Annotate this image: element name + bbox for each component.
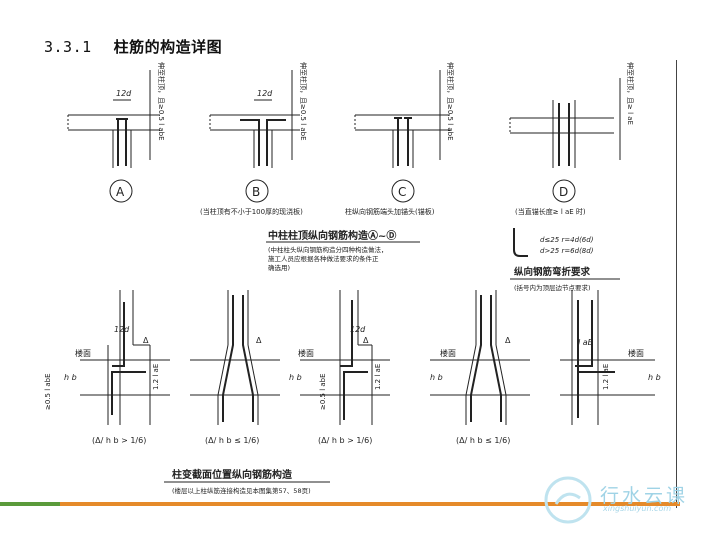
caption-top-line2: 施工人员应根据各种做法要求的条件正 <box>268 254 379 263</box>
detail-note-c: 柱纵向钢筋端头加锚头(锚板) <box>345 207 435 216</box>
side-label-d: 伸至柱顶，且≥ l aE <box>626 62 635 125</box>
delta-label-1: Δ <box>143 336 149 345</box>
bend-rule-1: d≤25 r=4d(6d) <box>540 236 594 244</box>
detail-note-d: (当直锚长度≥ l aE 时) <box>515 207 586 216</box>
side-label-b: 伸至柱顶，且≥0.5 l abE <box>299 62 308 141</box>
page-heading: 3.3.1 柱筋的构造详图 <box>44 36 222 57</box>
detail-a: 12d 伸至柱顶，且≥0.5 l abE A <box>67 62 166 203</box>
bottom-accent-orange <box>60 502 680 506</box>
watermark-logo <box>544 476 592 524</box>
len12-label-3: 1.2 l aE <box>374 364 382 390</box>
caption-bottom-note: (楼层以上柱纵筋连接构造见本图集第57、58页) <box>172 486 311 495</box>
floor-label-1: 楼面 <box>75 348 91 358</box>
top-caption: 中柱柱顶纵向钢筋构造Ⓐ~Ⓓ (中柱柱头纵向钢筋构造分四种构造做法， 施工人员应根… <box>266 229 420 272</box>
bend-requirement: d≤25 r=4d(6d) d>25 r=6d(8d) 纵向钢筋弯折要求 (括号… <box>510 228 620 292</box>
half-label-1: ≥0.5 l abE <box>44 373 52 410</box>
detail-letter-b: B <box>252 185 260 199</box>
detail-letter-a: A <box>116 185 125 199</box>
caption-bottom-title: 柱变截面位置纵向钢筋构造 <box>172 468 293 481</box>
dim-12d-a: 12d <box>116 89 132 98</box>
dim-12d-b: 12d <box>257 89 273 98</box>
bottom-caption: 柱变截面位置纵向钢筋构造 (楼层以上柱纵筋连接构造见本图集第57、58页) <box>164 468 330 495</box>
bottom-detail-2: Δ (Δ/ h b ≤ 1/6) <box>190 290 280 445</box>
dim-12d-bottom-3: 12d <box>350 325 366 334</box>
heading-text: 柱筋的构造详图 <box>113 38 223 56</box>
heading-number: 3.3.1 <box>44 38 92 56</box>
caption-top-line1: (中柱柱头纵向钢筋构造分四种构造做法， <box>268 245 388 254</box>
half-label-3: ≥0.5 l abE <box>319 373 327 410</box>
floor-label-5: 楼面 <box>628 348 644 358</box>
cond-label-3: (Δ/ h b > 1/6) <box>318 436 372 445</box>
hb-label-5: h b <box>648 373 661 382</box>
detail-b: 12d 伸至柱顶，且≥0.5 l abE B (当柱顶有不小于100厚的现浇板) <box>200 62 308 216</box>
hb-label-3: h b <box>289 373 302 382</box>
cond-label-4: (Δ/ h b ≤ 1/6) <box>456 436 510 445</box>
detail-d: 伸至柱顶，且≥ l aE D (当直锚长度≥ l aE 时) <box>509 62 635 216</box>
lae-label-5: l aE <box>578 338 594 347</box>
bend-title: 纵向钢筋弯折要求 <box>514 266 591 278</box>
delta-label-4: Δ <box>505 336 511 345</box>
bend-rule-2: d>25 r=6d(8d) <box>540 247 594 255</box>
bottom-detail-4: 楼面 h b Δ (Δ/ h b ≤ 1/6) <box>430 290 530 445</box>
bottom-detail-3: 楼面 h b 12d Δ ≥0.5 l abE 1.2 l aE (Δ/ h b… <box>289 290 390 445</box>
floor-label-3: 楼面 <box>298 348 314 358</box>
caption-top-title: 中柱柱顶纵向钢筋构造Ⓐ~Ⓓ <box>268 229 396 242</box>
floor-label-4: 楼面 <box>440 348 456 358</box>
hb-label-1: h b <box>64 373 77 382</box>
len12-label-1: 1.2 l aE <box>152 364 160 390</box>
side-label-c: 伸至柱顶，且≥0.5 l abE <box>446 62 455 141</box>
watermark-sub: xingshuiyun.com <box>603 504 672 513</box>
caption-top-line3: 确选用) <box>268 263 290 272</box>
bottom-accent-green <box>0 502 60 506</box>
bottom-detail-5: l aE 楼面 h b 1.2 l aE <box>560 290 661 425</box>
bend-note: (括号内为顶层边节点要求) <box>514 283 591 292</box>
detail-c: 伸至柱顶，且≥0.5 l abE C 柱纵向钢筋端头加锚头(锚板) <box>345 62 455 216</box>
delta-label-3: Δ <box>363 336 369 345</box>
cond-label-2: (Δ/ h b ≤ 1/6) <box>205 436 259 445</box>
detail-note-b: (当柱顶有不小于100厚的现浇板) <box>200 207 303 216</box>
watermark-text: 行水云课 <box>600 485 689 507</box>
hb-label-4: h b <box>430 373 443 382</box>
delta-label-2: Δ <box>256 336 262 345</box>
right-border-line <box>676 60 677 508</box>
bottom-detail-1: 楼面 h b 12d Δ ≥0.5 l abE 1.2 l aE (Δ/ h b… <box>44 290 170 445</box>
len12-label-5: 1.2 l aE <box>602 364 610 390</box>
detail-letter-c: C <box>398 185 406 199</box>
dim-12d-bottom-1: 12d <box>114 325 130 334</box>
side-label-a: 伸至柱顶，且≥0.5 l abE <box>157 62 166 141</box>
detail-letter-d: D <box>559 185 568 199</box>
cond-label-1: (Δ/ h b > 1/6) <box>92 436 146 445</box>
